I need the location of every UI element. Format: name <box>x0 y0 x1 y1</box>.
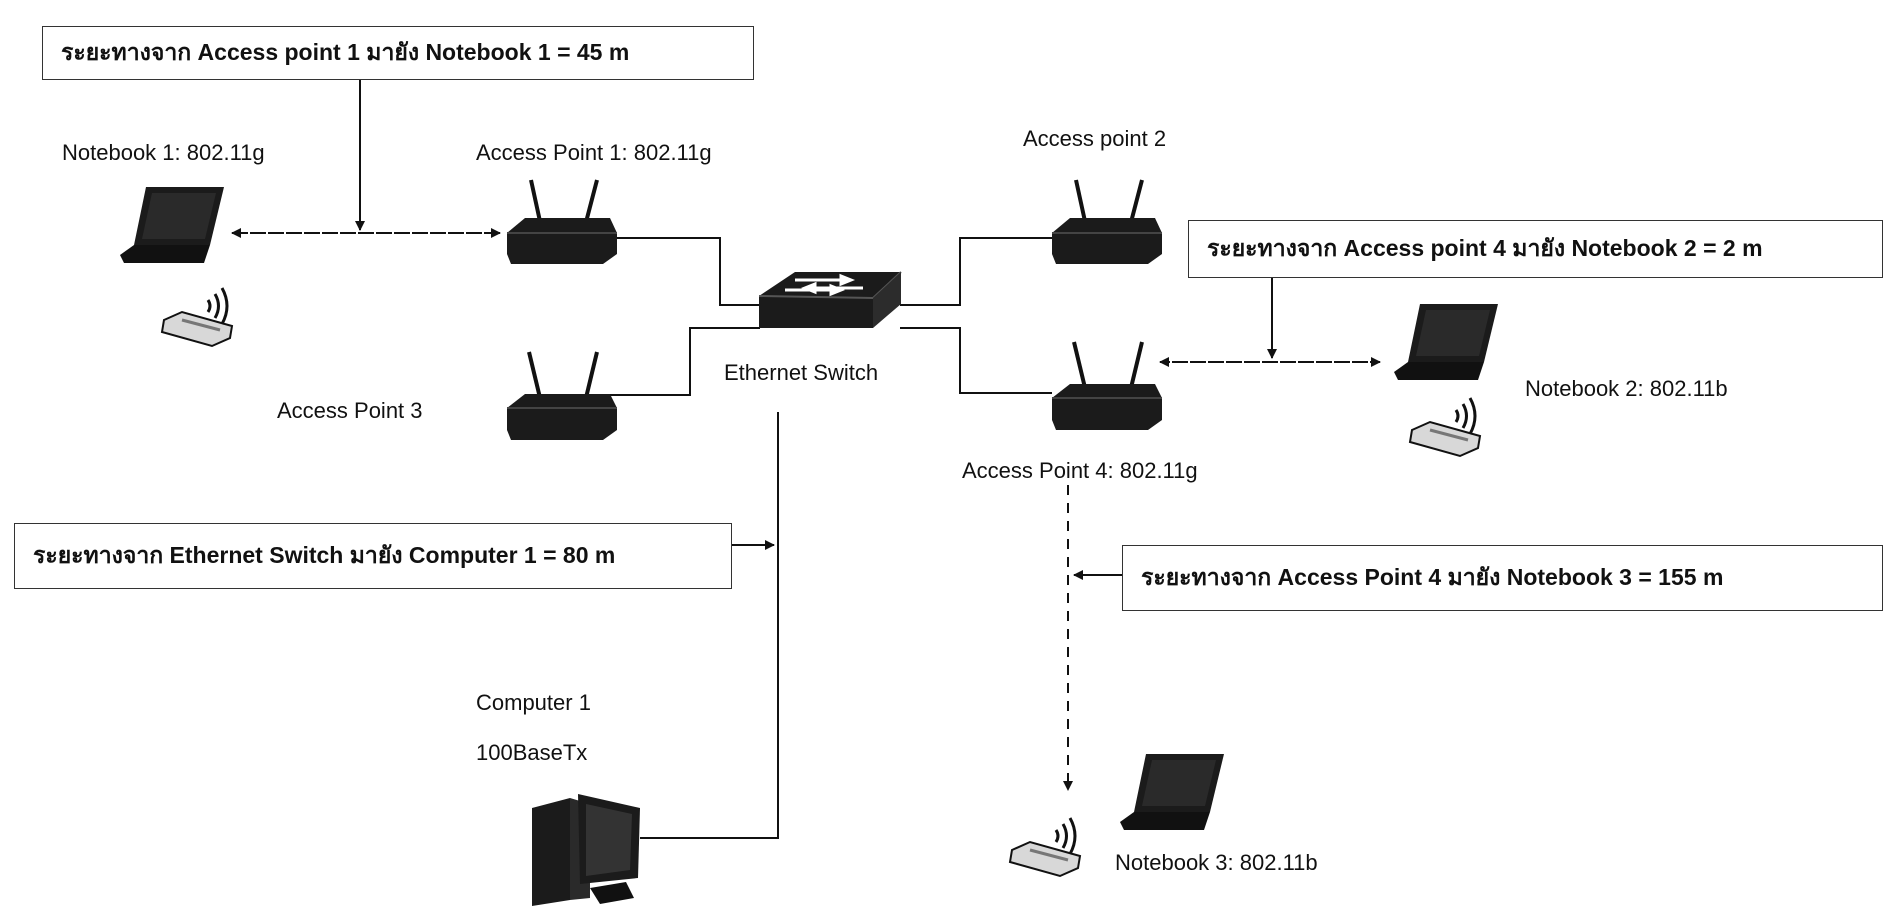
wifi-card-icon <box>160 287 234 348</box>
ap4-label: Access Point 4: 802.11g <box>962 458 1198 483</box>
ap1-label: Access Point 1: 802.11g <box>476 140 712 165</box>
callout-ap1-notebook1: ระยะทางจาก Access point 1 มายัง Notebook… <box>42 26 754 80</box>
callout-ap4-notebook2: ระยะทางจาก Access point 4 มายัง Notebook… <box>1188 220 1883 278</box>
notebook3-label: Notebook 3: 802.11b <box>1115 850 1318 875</box>
callout-text: ระยะทางจาก Access Point 4 มายัง Notebook… <box>1141 564 1724 590</box>
callout-text: ระยะทางจาก Access point 1 มายัง Notebook… <box>61 39 630 65</box>
callout-text: ระยะทางจาก Ethernet Switch มายัง Compute… <box>33 542 616 568</box>
wireless-router-icon <box>507 351 617 440</box>
laptop-icon <box>120 187 224 263</box>
wireless-router-icon <box>1052 341 1162 430</box>
computer1-type-label: 100BaseTx <box>476 740 588 765</box>
wireless-router-icon <box>507 179 617 264</box>
wifi-card-icon <box>1408 397 1482 458</box>
laptop-icon <box>1394 304 1498 380</box>
ethernet-switch-icon <box>758 271 902 328</box>
wireless-router-icon <box>1052 179 1162 264</box>
ap3-label: Access Point 3 <box>277 398 423 423</box>
notebook1-label: Notebook 1: 802.11g <box>62 140 265 165</box>
laptop-icon <box>1120 754 1224 830</box>
wifi-card-icon <box>1008 817 1082 878</box>
callout-switch-computer1: ระยะทางจาก Ethernet Switch มายัง Compute… <box>14 523 732 589</box>
switch-label: Ethernet Switch <box>724 360 879 385</box>
ap2-label: Access point 2 <box>1023 126 1167 151</box>
desktop-computer-icon <box>532 794 640 906</box>
callout-text: ระยะทางจาก Access point 4 มายัง Notebook… <box>1207 235 1763 261</box>
computer1-name-label: Computer 1 <box>476 690 591 715</box>
callout-ap4-notebook3: ระยะทางจาก Access Point 4 มายัง Notebook… <box>1122 545 1883 611</box>
notebook2-label: Notebook 2: 802.11b <box>1525 376 1728 401</box>
